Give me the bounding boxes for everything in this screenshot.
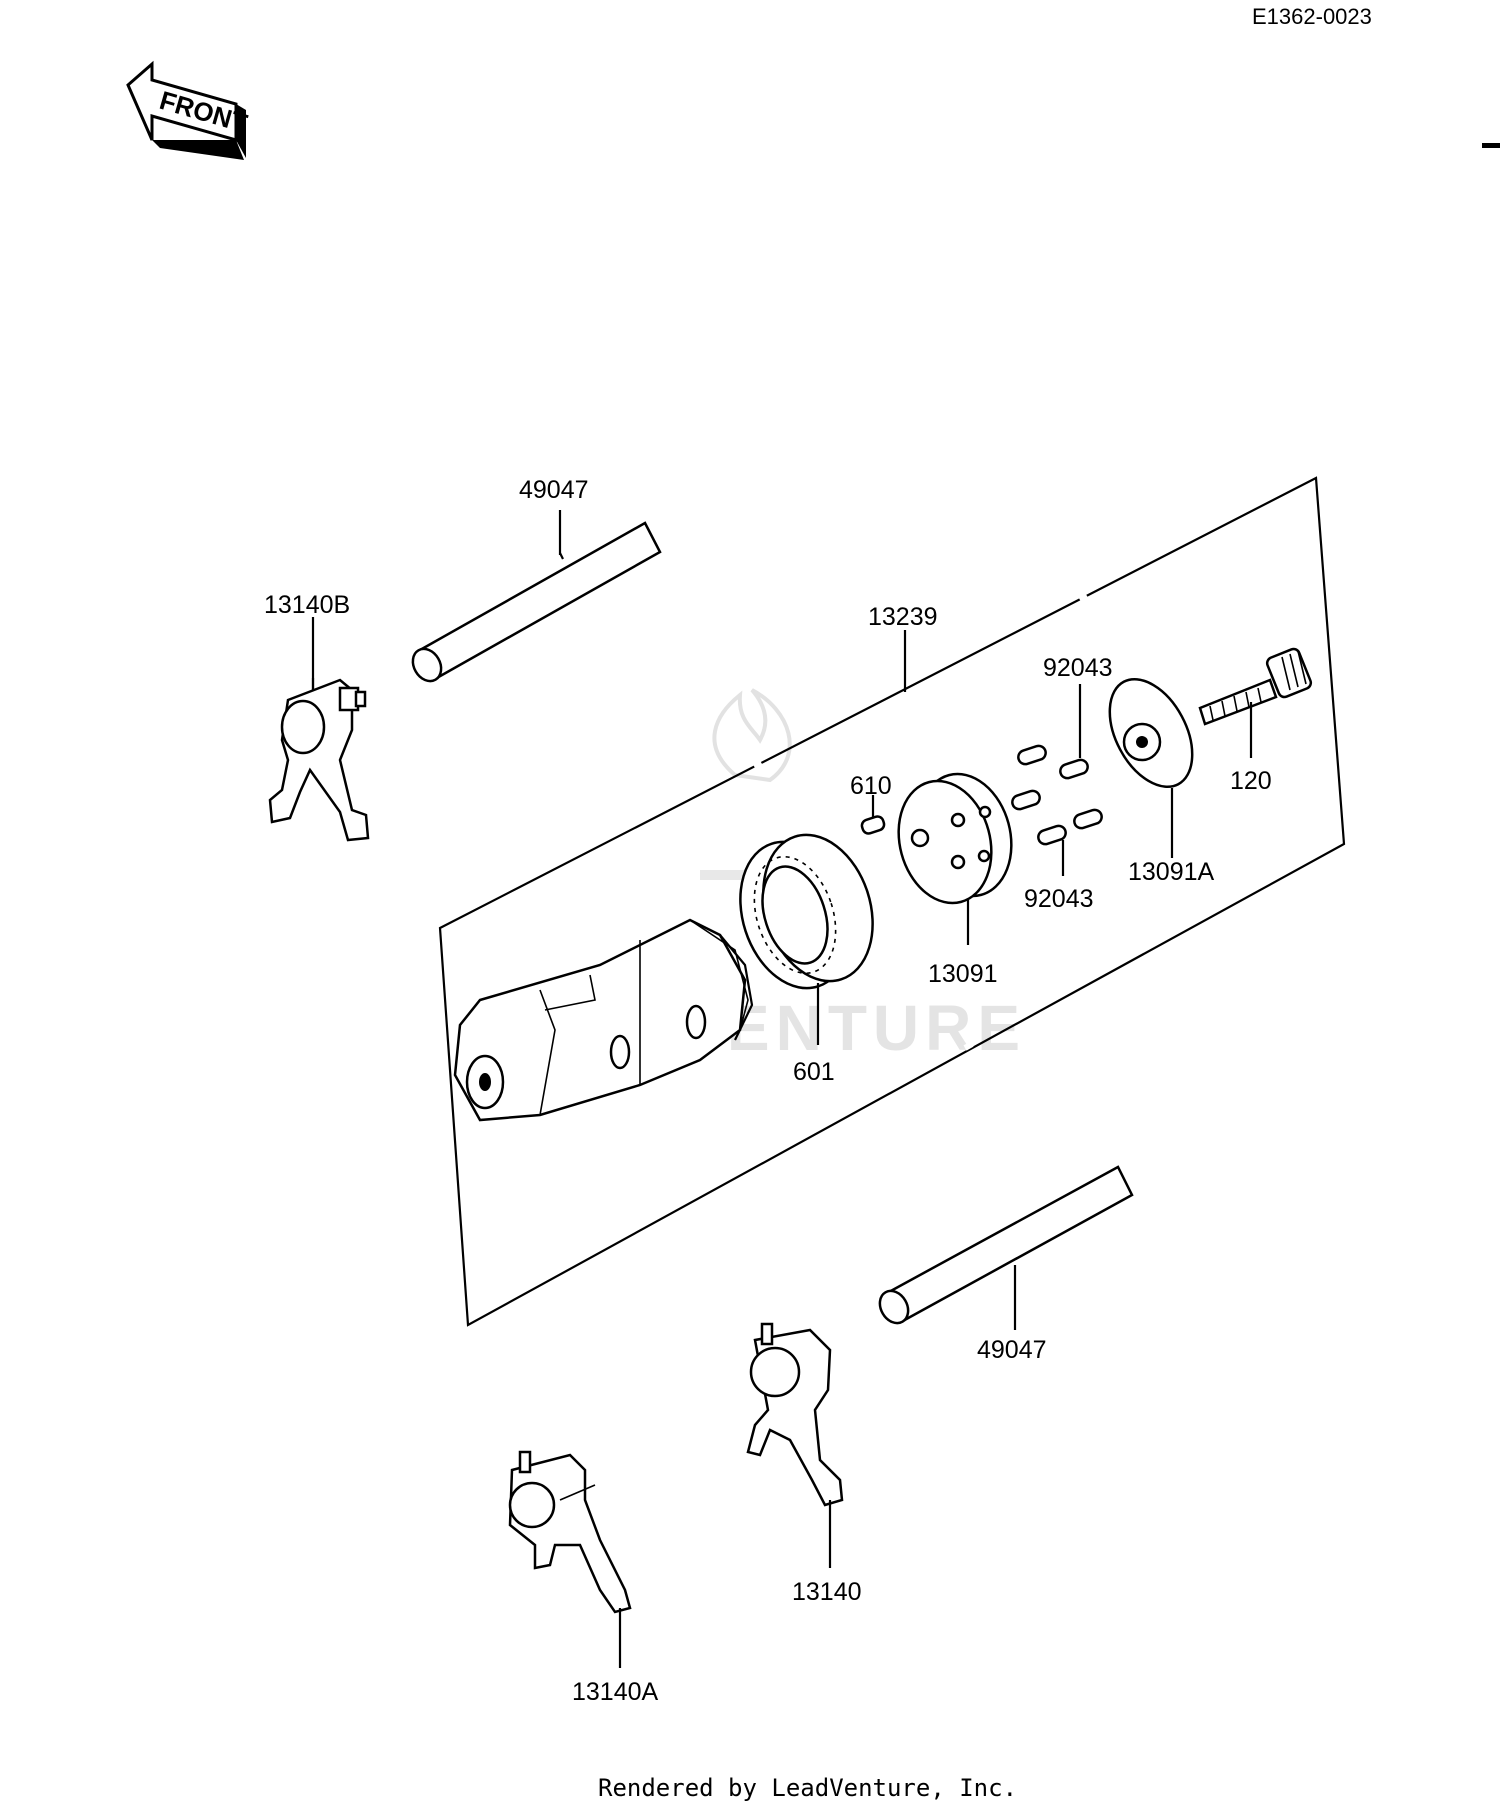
bearing — [739, 833, 874, 990]
label-bearing: 601 — [793, 1058, 835, 1086]
frame-gap-2 — [1078, 593, 1089, 603]
diagram-code: E1362-0023 — [1252, 4, 1372, 29]
label-fork-bottom-left: 13140A — [572, 1678, 659, 1706]
shift-fork-13140 — [746, 1322, 844, 1507]
frame-gap-1 — [753, 761, 764, 771]
holder-plate — [1108, 677, 1194, 789]
label-fork-top-left: 13140B — [264, 591, 350, 619]
label-shaft-top: 49047 — [519, 476, 589, 504]
shift-fork-13140B — [268, 678, 370, 842]
edge-mark — [1482, 143, 1500, 148]
label-pin: 610 — [850, 772, 892, 800]
label-pin-upper: 92043 — [1043, 654, 1113, 682]
shift-rod-upper — [411, 521, 662, 683]
label-bolt: 120 — [1230, 767, 1272, 795]
cam-plate — [897, 772, 1013, 905]
footer-credit: Rendered by LeadVenture, Inc. — [598, 1774, 1017, 1802]
label-drum: 13239 — [868, 603, 938, 631]
label-holder: 13091A — [1128, 858, 1215, 886]
frame-gap-3 — [963, 1041, 974, 1051]
shift-rod-lower — [878, 1165, 1134, 1325]
bolt — [1198, 647, 1313, 726]
label-fork-bottom-right: 13140 — [792, 1578, 862, 1606]
shift-fork-13140A — [508, 1450, 632, 1614]
assembly-frame — [438, 476, 1346, 1327]
shift-drum — [453, 918, 754, 1122]
label-cam-plate: 13091 — [928, 960, 998, 988]
pin-610 — [860, 815, 886, 835]
pins-92043 — [1011, 744, 1103, 846]
label-pin-lower: 92043 — [1024, 885, 1094, 913]
front-arrow-icon: FRONT — [126, 60, 251, 160]
label-shaft-bottom: 49047 — [977, 1336, 1047, 1364]
